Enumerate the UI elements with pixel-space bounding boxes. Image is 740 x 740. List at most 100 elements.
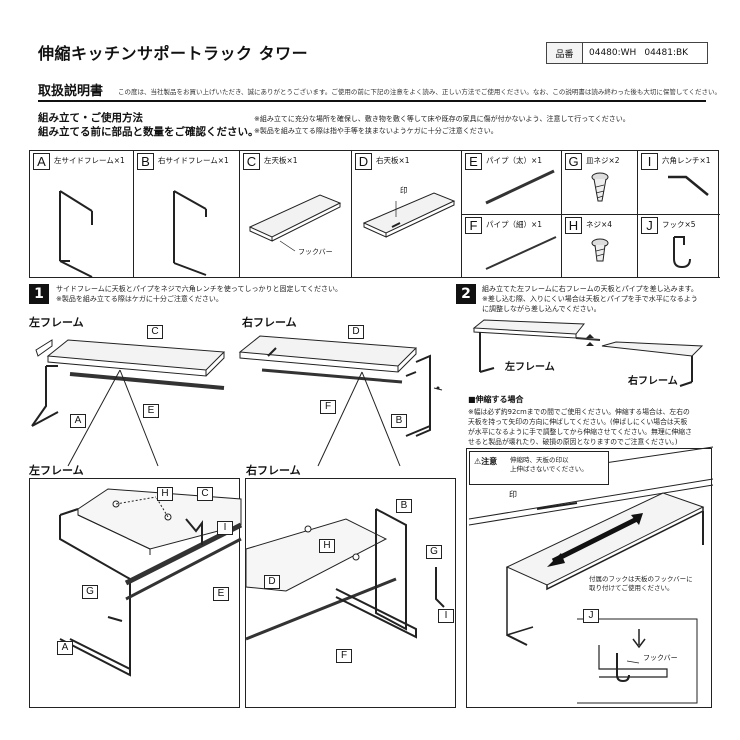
part-label-g: 皿ネジ×2	[586, 156, 620, 165]
callout-c-left: C	[197, 487, 213, 501]
callout-j: J	[583, 609, 599, 623]
part-cell-e: E パイプ（太）×1	[462, 151, 562, 215]
assembly-note-2: ※製品を組み立てる際は指や手等を挟まないようケガに十分ご注意ください。	[254, 127, 498, 135]
assembly-notes: ※組み立てに充分な場所を確保し、敷き物を敷く等して床や既存の家具に傷が付かないよ…	[254, 113, 630, 137]
extend-line-1: ※幅は必ず約92cmまでの間でご使用ください。伸縮する場合は、左右の	[468, 408, 690, 416]
part-label-a: 左サイドフレーム×1	[54, 156, 125, 165]
step-1-left-frame-label: 左フレーム	[29, 316, 84, 329]
step-2-text: 組み立てた左フレームに右フレームの天板とパイプを差し込みます。 ※差し込む際、入…	[482, 284, 698, 314]
part-label-e: パイプ（太）×1	[486, 156, 543, 165]
caution-label: ⚠注意	[474, 456, 497, 467]
product-number-label: 品番	[547, 43, 583, 63]
right-side-frame-drawing	[173, 190, 207, 276]
callout-b-top: B	[391, 414, 407, 428]
caution-box: ⚠注意 伸縮時、天板の印以 上伸ばさないでください。	[469, 451, 609, 485]
part-label-j: フック×5	[662, 220, 696, 229]
part-cell-c: C 左天板×1 フックバー	[240, 151, 352, 278]
part-label-h: ネジ×4	[586, 220, 613, 229]
hex-wrench-icon	[668, 175, 709, 196]
part-letter-f: F	[465, 217, 482, 234]
extend-line-3: が水平になるように手で調整してから伸縮させてください。無理に伸縮さ	[468, 428, 692, 436]
step-2-left-frame-label: 左フレーム	[505, 362, 555, 373]
part-label-f: パイプ（細）×1	[486, 220, 543, 229]
left-side-frame-drawing	[59, 190, 93, 278]
document-title: 伸縮キッチンサポートラック タワー	[38, 44, 309, 63]
part-cell-f: F パイプ（細）×1	[462, 215, 562, 278]
hook-note-line-2: 取り付けてご使用ください。	[589, 584, 674, 592]
countersunk-screw-icon	[591, 172, 609, 202]
part-label-d: 右天板×1	[376, 156, 410, 165]
step-1-line-2: ※製品を組み立てる際はケガに十分ご注意ください。	[56, 295, 223, 303]
left-frame-detail-drawing	[59, 488, 243, 677]
callout-i-right: I	[438, 609, 454, 623]
callout-g-left: G	[82, 585, 98, 599]
callout-e-left: E	[213, 587, 229, 601]
part-label-c: 左天板×1	[264, 156, 298, 165]
product-code-wh: 04480:WH	[589, 48, 637, 58]
extend-heading: ■伸縮する場合	[468, 395, 524, 404]
callout-h-right: H	[319, 539, 335, 553]
callout-a-top: A	[70, 414, 86, 428]
manual-title: 取扱説明書	[38, 84, 104, 99]
step-2-right-frame-label: 右フレーム	[628, 376, 678, 387]
assembly-note-1: ※組み立てに充分な場所を確保し、敷き物を敷く等して床や既存の家具に傷が付かないよ…	[254, 115, 630, 123]
callout-f-top: F	[320, 400, 336, 414]
callout-f-right: F	[336, 649, 352, 663]
part-letter-b: B	[137, 153, 154, 170]
mark-label: 印	[400, 186, 408, 195]
extend-line-4: せると製品が壊れたり、破損の原因となりますのでご注意ください。)	[468, 438, 678, 446]
step-1-line-1: サイドフレームに天板とパイプをネジで六角レンチを使ってしっかりと固定してください…	[56, 285, 343, 293]
assembly-subheading: 組み立てる前に部品と数量をご確認ください。	[38, 126, 259, 138]
product-code-bk: 04481:BK	[644, 48, 689, 58]
callout-e-top: E	[143, 404, 159, 418]
step-2-insertion-drawing	[472, 319, 704, 387]
step-2-hookbar-label: フックバー	[643, 654, 678, 662]
part-label-b: 右サイドフレーム×1	[158, 156, 229, 165]
extend-text: ※幅は必ず約92cmまでの間でご使用ください。伸縮する場合は、左右の 天板を持っ…	[468, 407, 692, 447]
step-1-overview-drawing	[31, 335, 443, 467]
hook-note: 付属のフックは天板のフックバーに 取り付けてご使用ください。	[589, 575, 693, 593]
part-cell-a: A 左サイドフレーム×1	[30, 151, 134, 278]
caution-word: 注意	[481, 457, 498, 466]
right-frame-detail-panel: B H G D I F	[245, 478, 456, 708]
assembly-heading: 組み立て・ご使用方法	[38, 112, 143, 124]
parts-table: A 左サイドフレーム×1 B 右サイドフレーム×1 C 左天板×1 フックバー …	[29, 150, 720, 278]
part-label-i: 六角レンチ×1	[662, 156, 711, 165]
warning-triangle-icon: ⚠	[474, 457, 482, 466]
part-cell-h: H ネジ×4	[562, 215, 638, 278]
part-letter-g: G	[565, 153, 582, 170]
step-1-right-frame-label: 右フレーム	[242, 316, 297, 329]
detail-left-frame-label: 左フレーム	[29, 464, 84, 477]
caution-line-1: 伸縮時、天板の印以	[510, 456, 569, 464]
detail-right-frame-label: 右フレーム	[246, 464, 301, 477]
part-cell-j: J フック×5	[638, 215, 720, 278]
part-letter-j: J	[641, 217, 658, 234]
hook-note-line-1: 付属のフックは天板のフックバーに	[589, 575, 693, 583]
step-2-mark-label: 印	[509, 490, 517, 499]
part-cell-g: G 皿ネジ×2	[562, 151, 638, 215]
left-frame-detail-panel: H C I G E A	[29, 478, 243, 708]
step-2-line-1: 組み立てた左フレームに右フレームの天板とパイプを差し込みます。	[482, 285, 698, 293]
caution-line-2: 上伸ばさないでください。	[510, 465, 588, 473]
hook-icon	[673, 236, 691, 269]
extend-detail-drawing	[468, 446, 714, 704]
part-letter-e: E	[465, 153, 482, 170]
extend-detail-panel: ⚠注意 伸縮時、天板の印以 上伸ばさないでください。 印 付属のフックは天板のフ…	[466, 446, 714, 708]
manual-intro: この度は、当社製品をお買い上げいただき、誠にありがとうございます。ご使用の前に下…	[118, 88, 722, 96]
callout-d-right: D	[264, 575, 280, 589]
callout-d-top: D	[348, 325, 364, 339]
part-letter-d: D	[355, 153, 372, 170]
callout-g-right: G	[426, 545, 442, 559]
step-2-number: 2	[456, 284, 476, 304]
step-1-number: 1	[29, 284, 49, 304]
right-frame-detail-drawing	[245, 508, 445, 641]
part-cell-b: B 右サイドフレーム×1	[134, 151, 240, 278]
step-1-text: サイドフレームに天板とパイプをネジで六角レンチを使ってしっかりと固定してください…	[56, 284, 342, 304]
thick-pipe-drawing	[485, 169, 555, 205]
callout-b-right: B	[396, 499, 412, 513]
screw-icon	[591, 238, 609, 262]
step-2-line-2: ※差し込む際、入りにくい場合は天板とパイプを手で水平になるよう	[482, 295, 698, 303]
step-2-line-3: に調整しながら差し込んでください。	[482, 305, 601, 313]
hook-bar-label: フックバー	[298, 248, 333, 256]
header-rule	[38, 100, 706, 102]
